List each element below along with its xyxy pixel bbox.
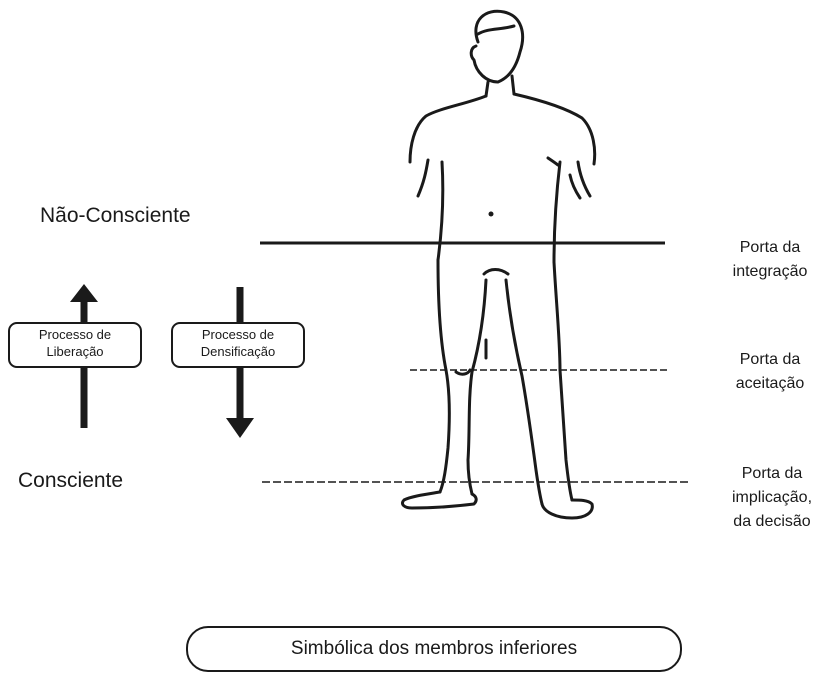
door-decision-line3: da decisão (733, 513, 811, 530)
door-decision-line2: implicação, (731, 489, 813, 506)
level-unconscious: Não-Consciente (40, 204, 191, 227)
door-integration-line2: integração (732, 263, 808, 280)
door-integration-line1: Porta da (739, 239, 801, 256)
door-decision-label: Porta da implicação, da decisão (716, 462, 828, 534)
liberation-line1: Processo de (38, 327, 112, 342)
human-figure (400, 9, 597, 520)
door-acceptance-line2: aceitação (735, 375, 805, 392)
caption-text: Simbólica dos membros inferiores (290, 638, 578, 659)
densification-line2: Densificação (200, 344, 276, 359)
door-decision-line1: Porta da (741, 465, 803, 482)
liberation-line2: Liberação (46, 344, 104, 359)
door-acceptance-label: Porta da aceitação (718, 348, 822, 396)
level-conscious: Consciente (18, 469, 124, 492)
door-integration-label: Porta da integração (718, 236, 822, 284)
densification-process-box: Processo de Densificação (171, 322, 305, 368)
liberation-process-box: Processo de Liberação (8, 322, 142, 368)
caption-box: Simbólica dos membros inferiores (186, 626, 682, 672)
navel-dot (488, 211, 494, 217)
densification-line1: Processo de (201, 327, 275, 342)
door-acceptance-line1: Porta da (739, 351, 801, 368)
